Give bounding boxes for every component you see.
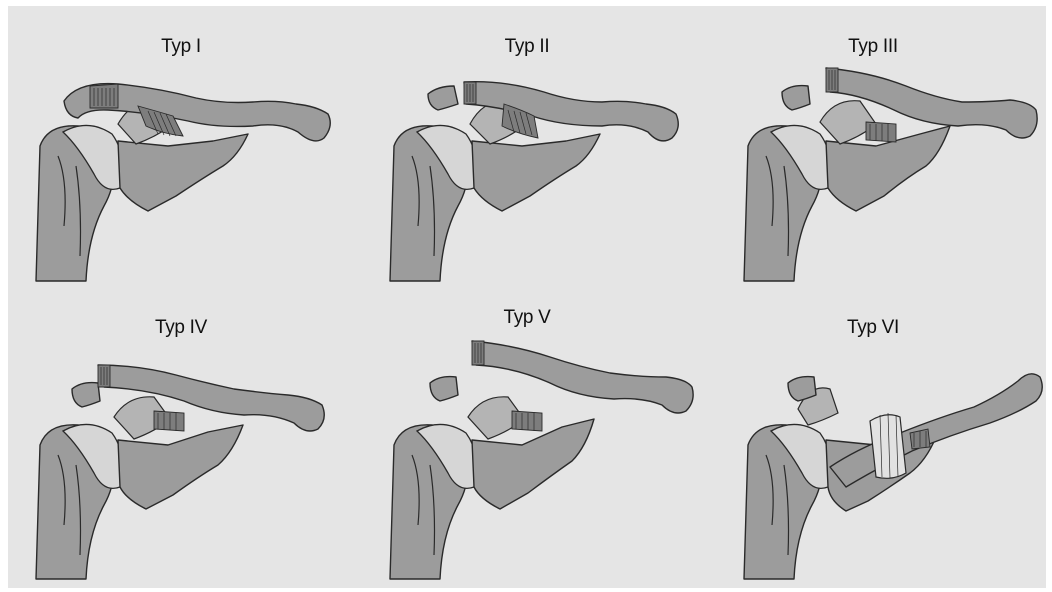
shoulder-illustration	[700, 297, 1046, 588]
panel-typ-v: Typ V	[354, 297, 700, 588]
panel-typ-ii: Typ II	[354, 6, 700, 297]
panel-typ-vi: Typ VI	[700, 297, 1046, 588]
clavicle	[830, 374, 1042, 487]
scapula	[472, 134, 600, 211]
panel-typ-iii: Typ III	[700, 6, 1046, 297]
scapula	[118, 134, 248, 211]
ligament	[154, 411, 184, 431]
ligament	[512, 411, 542, 431]
shoulder-illustration	[8, 6, 354, 297]
clavicle-lateral-stub	[788, 377, 816, 401]
shoulder-illustration	[354, 6, 700, 297]
shoulder-illustration	[700, 6, 1046, 297]
clavicle-lateral-stub	[72, 383, 100, 407]
clavicle-lateral-stub	[782, 86, 810, 110]
panel-typ-iv: Typ IV	[8, 297, 354, 588]
clavicle-lateral-stub	[428, 86, 458, 110]
shoulder-injury-classification-figure: Typ I Typ II	[8, 6, 1046, 588]
clavicle-lateral-stub	[430, 377, 458, 401]
ligament	[866, 122, 896, 142]
shoulder-illustration	[8, 297, 354, 588]
panel-typ-i: Typ I	[8, 6, 354, 297]
shoulder-illustration	[354, 297, 700, 588]
